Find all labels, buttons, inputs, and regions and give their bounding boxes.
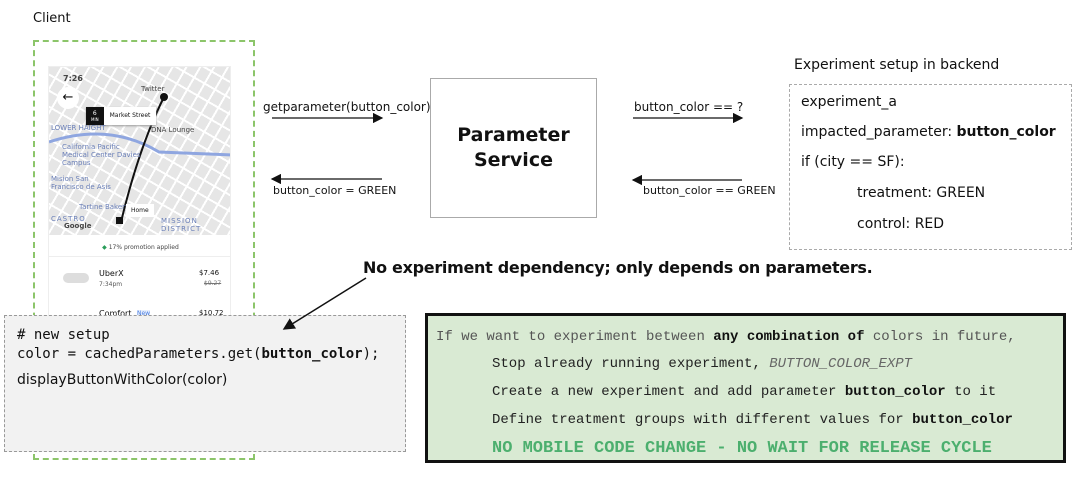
experiment-id: BUTTON_COLOR_EXPT — [769, 356, 913, 372]
ride-price: $7.46 — [199, 269, 220, 277]
note-arrow — [282, 277, 367, 330]
map-label: Twitter — [141, 85, 165, 93]
code-comment: # new setup — [17, 327, 110, 343]
highlight-text: NO MOBILE CODE CHANGE - NO WAIT FOR RELE… — [492, 439, 992, 458]
backend-setup: experiment_a impacted_parameter: button_… — [789, 84, 1072, 250]
back-arrow-icon[interactable]: ← — [57, 87, 79, 109]
answer-label: button_color == GREEN — [643, 184, 776, 197]
client-container — [33, 40, 255, 460]
text-bold: any combination of — [713, 329, 865, 345]
text: Stop already running experiment, — [492, 356, 770, 372]
response-label: button_color = GREEN — [273, 184, 397, 197]
future-experiment-box: If we want to experiment between any com… — [425, 313, 1066, 463]
promotion-banner: ◆ 17% promotion applied — [49, 235, 230, 257]
param-label: impacted_parameter: — [801, 124, 957, 140]
map-label: DNA Lounge — [151, 126, 195, 134]
experiment-name: experiment_a — [801, 94, 897, 110]
eta-unit: MIN — [91, 117, 99, 122]
control: control: RED — [857, 216, 945, 232]
text: If we want to experiment between — [436, 329, 714, 345]
text: to it — [945, 384, 997, 400]
treatment: treatment: GREEN — [857, 185, 986, 201]
ride-name: Comfort — [99, 309, 132, 318]
map-label: MISSION DISTRICT — [161, 217, 202, 233]
client-label: Client — [33, 11, 71, 26]
text: colors in future, — [864, 329, 1016, 345]
text: Define treatment groups with different v… — [492, 412, 913, 428]
code-text: ); — [362, 346, 380, 362]
map-label: CASTRO — [51, 215, 86, 223]
note-text: No experiment dependency; only depends o… — [363, 258, 873, 277]
backend-title: Experiment setup in backend — [794, 57, 1000, 73]
new-badge: New — [137, 310, 151, 317]
code-param: button_color — [261, 346, 363, 362]
text: Create a new experiment and add paramete… — [492, 384, 845, 400]
condition: if (city == SF): — [801, 154, 905, 170]
client-code: # new setup color = cachedParameters.get… — [4, 315, 406, 452]
code-call: displayButtonWithColor(color) — [17, 372, 228, 388]
dropoff-label[interactable]: Home — [126, 204, 154, 217]
ride-time: 7:34pm — [99, 281, 123, 288]
ride-old-price: $9.27 — [204, 280, 222, 287]
code-text: color = cachedParameters.get( — [17, 346, 262, 362]
car-icon — [63, 273, 89, 283]
query-label: button_color == ? — [634, 100, 744, 114]
service-title: Parameter — [457, 124, 570, 146]
ride-name: UberX — [99, 269, 124, 278]
ride-option-comfort[interactable]: Comfort New $10.72 — [49, 305, 230, 327]
status-time: 7:26 — [63, 74, 83, 83]
ride-price: $10.72 — [199, 309, 224, 317]
google-logo: Google — [64, 222, 92, 230]
ride-option-uberx[interactable]: UberX 7:34pm $7.46 $9.27 — [49, 259, 230, 299]
map-label: California Pacific Medical Center Davies… — [62, 143, 141, 167]
service-title: Service — [473, 149, 553, 171]
tag-icon: ◆ — [102, 244, 109, 251]
map-label: Mision San Francisco de Asis — [51, 175, 111, 191]
pickup-name: Market Street — [109, 112, 151, 119]
request-label: getparameter(button_color) — [263, 100, 431, 114]
text-bold: button_color — [912, 412, 1013, 428]
map-label: Tartine Bakery — [79, 203, 130, 211]
map-label: LOWER HAIGHT — [51, 124, 106, 132]
eta-minutes: 6 — [92, 110, 97, 117]
param-value: button_color — [956, 124, 1056, 140]
text-bold: button_color — [844, 384, 946, 400]
promotion-text: 17% promotion applied — [108, 244, 179, 251]
